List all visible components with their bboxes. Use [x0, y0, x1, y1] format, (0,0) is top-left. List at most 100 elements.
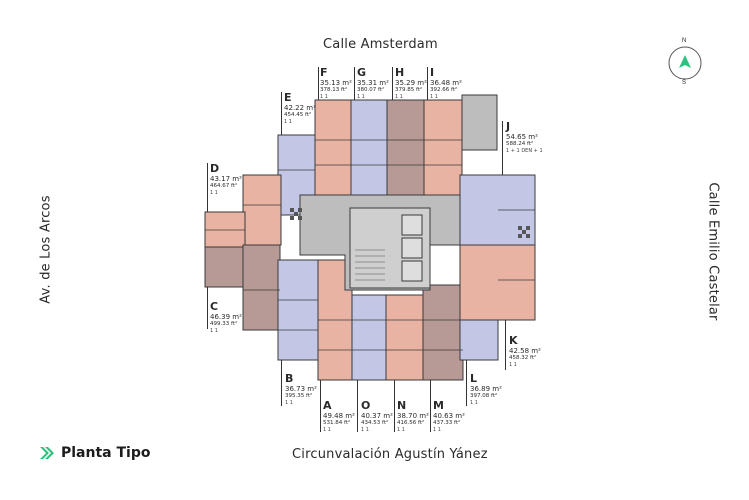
unit-label-K: K 42.58 m² 458.32 ft² 1 1 — [509, 334, 541, 369]
unit-label-M: M 40.63 m² 437.33 ft² 1 1 — [433, 399, 465, 434]
leader-H — [392, 67, 393, 100]
street-top: Calle Amsterdam — [323, 37, 438, 52]
unit-label-C: C 46.39 m² 499.33 ft² 1 1 — [210, 300, 242, 335]
unit-letter: J — [506, 120, 511, 133]
unit-C-body — [242, 244, 281, 331]
leader-E — [281, 92, 282, 135]
unit-area-m2: 49.48 m² — [323, 412, 355, 420]
unit-label-L: L 36.89 m² 397.08 ft² 1 1 — [470, 372, 502, 407]
unit-area-m2: 35.13 m² — [320, 79, 352, 87]
unit-area-m2: 36.48 m² — [430, 79, 462, 87]
unit-letter: N — [397, 399, 407, 412]
elevator-1 — [401, 214, 423, 236]
unit-area-ft2: 378.13 ft² — [320, 87, 348, 93]
leader-D — [207, 163, 208, 212]
unit-N-shape — [385, 294, 424, 381]
unit-area-m2: 36.89 m² — [470, 385, 502, 393]
unit-rooms: 1 1 — [284, 119, 292, 125]
unit-rooms: 1 1 — [395, 94, 403, 100]
unit-area-m2: 36.73 m² — [285, 385, 317, 393]
unit-H-shape — [386, 99, 425, 196]
unit-area-ft2: 416.56 ft² — [397, 420, 425, 426]
leader-J — [502, 121, 503, 175]
unit-area-m2: 35.31 m² — [357, 79, 389, 87]
unit-G-shape — [350, 99, 388, 196]
unit-area-ft2: 434.53 ft² — [361, 420, 389, 426]
unit-area-ft2: 392.66 ft² — [430, 87, 458, 93]
unit-letter: C — [210, 300, 219, 313]
leader-A — [320, 380, 321, 432]
brand: Planta Tipo — [39, 445, 150, 461]
unit-rooms: 1 1 — [320, 94, 328, 100]
unit-area-ft2: 454.45 ft² — [284, 112, 312, 118]
unit-letter: A — [323, 399, 332, 412]
leader-M — [430, 380, 431, 432]
unit-rooms: 1 1 — [509, 362, 517, 368]
unit-rooms: 1 1 — [470, 400, 478, 406]
unit-letter: I — [430, 66, 435, 79]
unit-C-shape — [204, 246, 246, 288]
unit-area-ft2: 499.33 ft² — [210, 321, 238, 327]
unit-area-ft2: 380.07 ft² — [357, 87, 385, 93]
unit-label-A: A 49.48 m² 531.84 ft² 1 1 — [323, 399, 355, 434]
unit-area-m2: 40.37 m² — [361, 412, 393, 420]
street-bottom: Circunvalación Agustín Yánez — [292, 447, 488, 462]
leader-O — [357, 380, 358, 432]
unit-label-I: I 36.48 m² 392.66 ft² 1 1 — [430, 66, 462, 101]
unit-F-shape — [314, 99, 352, 196]
double-chevron-icon — [40, 447, 54, 459]
unit-rooms: 1 1 — [430, 94, 438, 100]
unit-rooms: 1 1 — [210, 328, 218, 334]
unit-K-shape — [459, 244, 536, 321]
unit-area-ft2: 531.84 ft² — [323, 420, 351, 426]
unit-letter: O — [361, 399, 371, 412]
unit-rooms: 1 1 — [397, 427, 405, 433]
leader-K — [505, 320, 506, 370]
unit-label-N: N 38.70 m² 416.56 ft² 1 1 — [397, 399, 429, 434]
unit-letter: K — [509, 334, 518, 347]
leader-I — [427, 67, 428, 100]
unit-label-O: O 40.37 m² 434.53 ft² 1 1 — [361, 399, 393, 434]
unit-D-shape — [242, 174, 282, 246]
stair-lines — [355, 249, 385, 281]
unit-area-m2: 42.22 m² — [284, 104, 316, 112]
unit-area-ft2: 588.24 ft² — [506, 141, 534, 147]
unit-area-m2: 43.17 m² — [210, 175, 242, 183]
interior-walls — [205, 139, 535, 351]
brand-title: Planta Tipo — [61, 445, 151, 461]
unit-rooms: 1 + 1 DEN + 1 — [506, 148, 543, 154]
unit-O-shape — [351, 294, 387, 381]
stair-tower — [461, 94, 498, 151]
unit-letter: F — [320, 66, 328, 79]
unit-I-shape — [423, 99, 463, 196]
unit-M-shape — [422, 284, 464, 381]
unit-area-m2: 35.29 m² — [395, 79, 427, 87]
unit-area-ft2: 397.08 ft² — [470, 393, 498, 399]
unit-letter: G — [357, 66, 367, 79]
unit-D-wing — [204, 211, 246, 248]
unit-rooms: 1 1 — [357, 94, 365, 100]
unit-rooms: 1 1 — [433, 427, 441, 433]
unit-area-m2: 40.63 m² — [433, 412, 465, 420]
unit-letter: L — [470, 372, 478, 385]
leader-F — [318, 67, 319, 100]
unit-area-ft2: 395.35 ft² — [285, 393, 313, 399]
unit-area-ft2: 379.85 ft² — [395, 87, 423, 93]
unit-B-shape — [277, 259, 319, 361]
unit-area-ft2: 464.67 ft² — [210, 183, 238, 189]
unit-label-E: E 42.22 m² 454.45 ft² 1 1 — [284, 92, 316, 126]
compass-south: S — [682, 80, 687, 86]
unit-label-G: G 35.31 m² 380.07 ft² 1 1 — [357, 66, 389, 101]
unit-letter: M — [433, 399, 444, 412]
unit-area-m2: 54.65 m² — [506, 133, 538, 141]
unit-area-m2: 38.70 m² — [397, 412, 429, 420]
unit-label-F: F 35.13 m² 378.13 ft² 1 1 — [320, 66, 352, 101]
unit-label-D: D 43.17 m² 464.67 ft² 1 1 — [210, 163, 242, 197]
unit-rooms: 1 1 — [361, 427, 369, 433]
unit-label-J: J 54.65 m² 588.24 ft² 1 + 1 DEN + 1 — [506, 120, 543, 155]
unit-rooms: 1 1 — [285, 400, 293, 406]
leader-C — [207, 287, 208, 329]
compass: N S — [664, 38, 706, 88]
